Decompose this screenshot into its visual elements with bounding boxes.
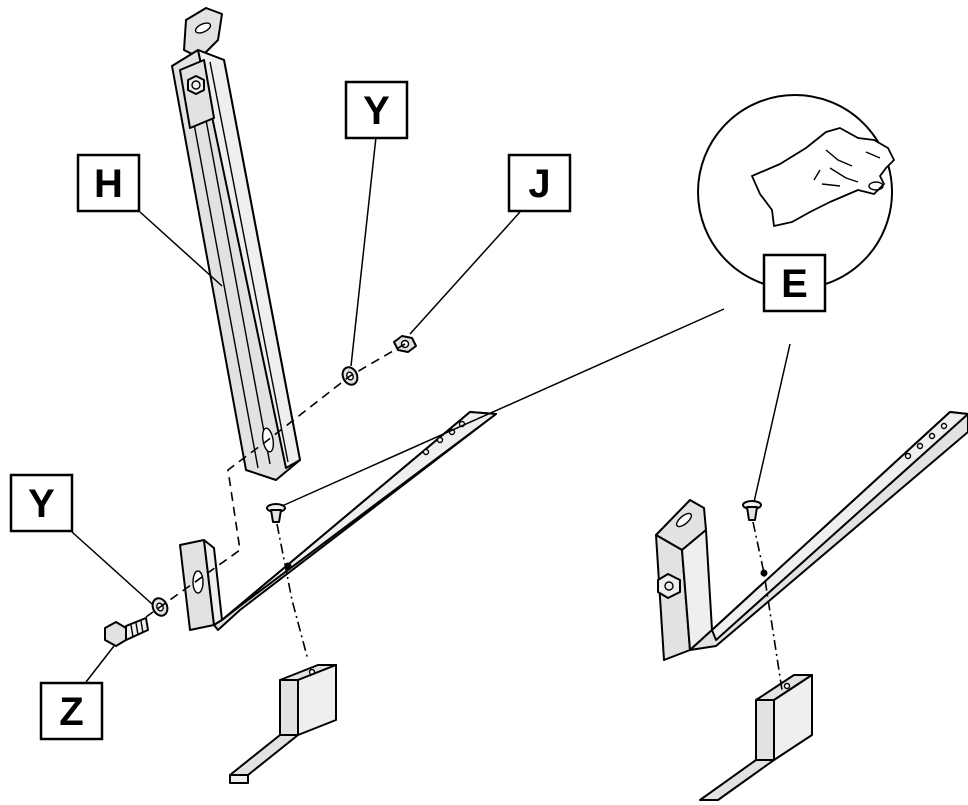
label-j: J <box>507 153 572 213</box>
leader-e-left <box>281 308 725 507</box>
svg-text:J: J <box>528 162 550 206</box>
bracket-right <box>655 411 968 661</box>
label-e: E <box>762 253 827 313</box>
leader-z <box>85 645 115 683</box>
roof-plate-left <box>229 664 337 784</box>
label-y-left: Y <box>9 473 74 533</box>
svg-text:Y: Y <box>363 89 390 133</box>
svg-text:H: H <box>94 162 123 206</box>
leader-y-top <box>350 136 377 367</box>
hand-icon <box>751 127 895 227</box>
svg-text:E: E <box>781 262 808 306</box>
roof-plate-right <box>699 674 813 801</box>
rail-h <box>171 7 301 481</box>
label-h: H <box>76 153 141 213</box>
leader-y-left <box>71 531 153 605</box>
leader-h <box>139 211 223 287</box>
bracket-left <box>179 411 497 631</box>
leader-j <box>409 211 521 335</box>
bolt-z <box>104 617 149 647</box>
leader-e-right <box>753 343 791 503</box>
label-z: Z <box>39 681 104 741</box>
screw-e-right <box>742 500 762 521</box>
svg-text:Y: Y <box>28 482 55 526</box>
svg-text:Z: Z <box>59 690 83 734</box>
screw-e-left <box>266 503 286 523</box>
label-y-top: Y <box>344 80 409 140</box>
assembly-line-screw-left <box>276 523 309 661</box>
assembly-line-bolt <box>145 343 406 618</box>
